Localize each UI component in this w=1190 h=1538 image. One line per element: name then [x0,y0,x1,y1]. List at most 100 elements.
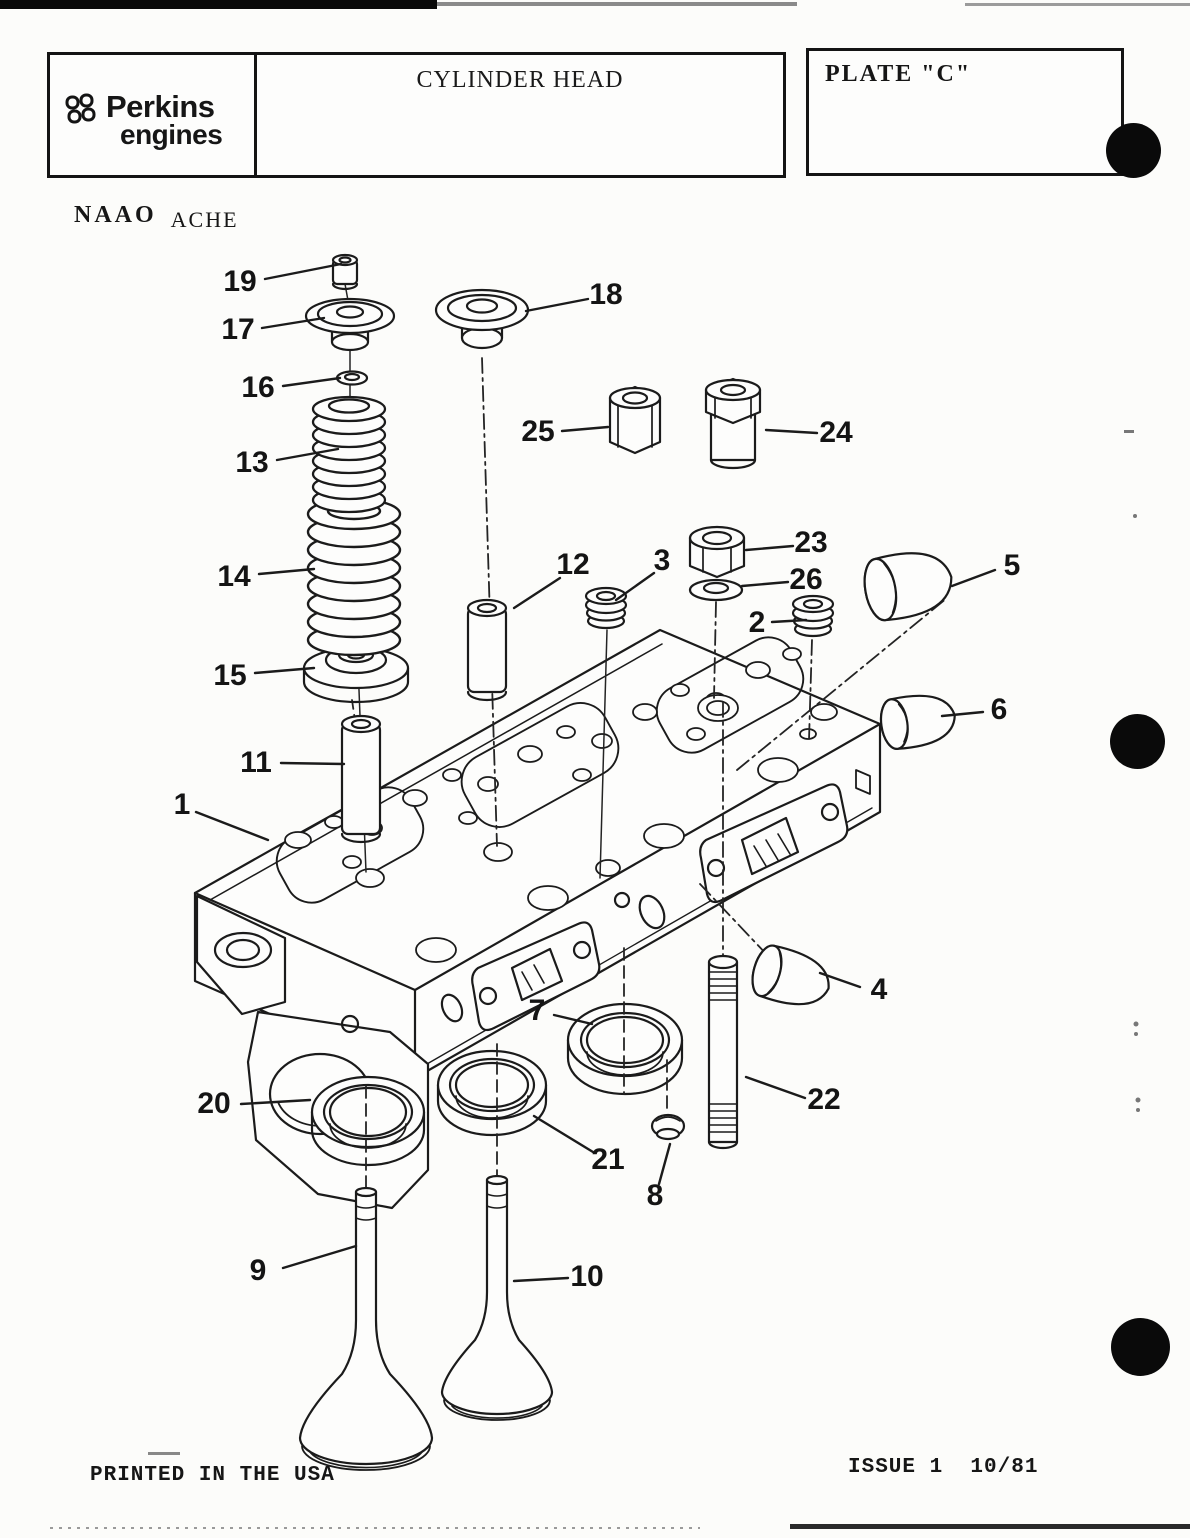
callout-leader-22 [744,1075,807,1100]
part-11-valve-guide [340,714,382,844]
callout-leader-15 [253,666,316,675]
callout-leader-13 [275,447,340,462]
scan-top-bar [0,0,437,9]
scan-specks [1124,430,1141,1112]
part-19-collet [331,253,359,291]
scan-bottom-dotted-line [50,1527,700,1529]
callout-label-9: 9 [250,1254,267,1287]
callout-label-13: 13 [235,446,268,479]
title-box: CYLINDER HEAD [254,52,786,178]
callout-label-22: 22 [807,1083,840,1116]
callout-label-7: 7 [529,994,546,1027]
callout-label-4: 4 [871,973,888,1006]
callout-label-8: 8 [647,1179,664,1212]
callout-leader-12 [512,576,562,610]
footer-printed-note: PRINTED IN THE USA [90,1464,335,1487]
scan-top-line-right [965,3,1190,6]
callout-leader-20 [239,1098,312,1106]
part-25-nut [608,385,662,455]
plate-box: PLATE "C" [806,48,1124,176]
part-16-washer [335,370,369,386]
callout-label-24: 24 [819,416,853,449]
callout-leader-14 [257,567,316,576]
callout-label-12: 12 [556,548,589,581]
callout-leader-25 [560,425,610,433]
callout-label-6: 6 [991,693,1008,726]
callout-leader-1 [194,810,270,842]
callout-label-23: 23 [794,526,827,559]
callout-label-20: 20 [197,1087,230,1120]
callout-label-25: 25 [521,415,554,448]
callout-leader-7 [552,1013,594,1026]
callout-leader-16 [281,376,342,388]
callout-leader-19 [263,262,343,281]
callout-leader-21 [532,1114,595,1154]
assembly-centerlines-lower [365,947,668,1189]
callout-leader-2 [770,618,808,624]
part-9-valve [298,1186,434,1471]
callout-leader-24 [764,428,819,435]
part-6-cup-plug [879,694,956,750]
callout-label-15: 15 [213,659,246,692]
callout-leader-8 [657,1142,672,1186]
part-8-cap [650,1113,686,1141]
callout-leader-6 [940,710,985,718]
callout-label-26: 26 [789,563,822,596]
callout-leader-3 [614,571,656,602]
part-18-spring-retainer [434,288,530,350]
callout-leader-23 [744,544,795,552]
brand-name: Perkins engines [106,89,223,150]
punch-hole-mark [1106,123,1161,178]
brand-box: Perkins engines [47,52,257,178]
part-2-plug [791,594,835,638]
brand-line2: engines [120,118,223,150]
callout-label-16: 16 [241,371,274,404]
part-20-seat-insert [310,1075,426,1167]
part-14-valve-spring [306,497,402,657]
callout-leader-10 [512,1276,570,1283]
plate-label: PLATE "C" [825,61,972,87]
part-17-spring-cap [304,297,396,352]
brand-line1: Perkins [106,89,215,124]
scan-dash-mark [148,1452,180,1455]
callout-label-14: 14 [217,560,251,593]
part-23-nut [688,525,746,579]
callout-label-3: 3 [654,544,671,577]
punch-hole-mark [1110,714,1165,769]
part-3-plug [584,586,628,630]
code-line: NAAO ACHE [74,202,239,232]
punch-hole-mark [1111,1318,1170,1376]
callout-label-1: 1 [174,788,191,821]
callout-leader-9 [281,1244,358,1270]
callout-leader-11 [279,761,346,766]
callout-label-21: 21 [591,1143,624,1176]
part-12-valve-guide [466,598,508,702]
part-26-washer [688,578,744,602]
scan-bottom-line [790,1524,1190,1529]
callout-leader-18 [524,297,590,313]
callout-leader-26 [740,580,790,588]
part-24-long-nut [704,377,762,470]
part-13-valve-spring [311,395,387,514]
callout-label-17: 17 [221,313,254,346]
callout-label-18: 18 [589,278,622,311]
callout-label-2: 2 [749,606,766,639]
footer-issue-note: ISSUE 1 10/81 [848,1456,1039,1479]
code-naao: NAAO [74,202,157,228]
part-10-valve [440,1174,554,1421]
code-ache: ACHE [170,207,239,232]
scan-top-line [437,2,797,6]
callout-leader-17 [260,316,326,330]
part-21-seat-insert [436,1049,548,1137]
part-4-cup-plug [751,944,830,1006]
callout-label-19: 19 [223,265,256,298]
callout-leader-5 [950,568,997,588]
part-7-seat-insert [566,1002,684,1096]
callout-label-11: 11 [240,746,272,779]
page-title: CYLINDER HEAD [416,67,624,93]
callout-leader-4 [818,971,862,989]
part-5-cup-plug [863,552,953,622]
